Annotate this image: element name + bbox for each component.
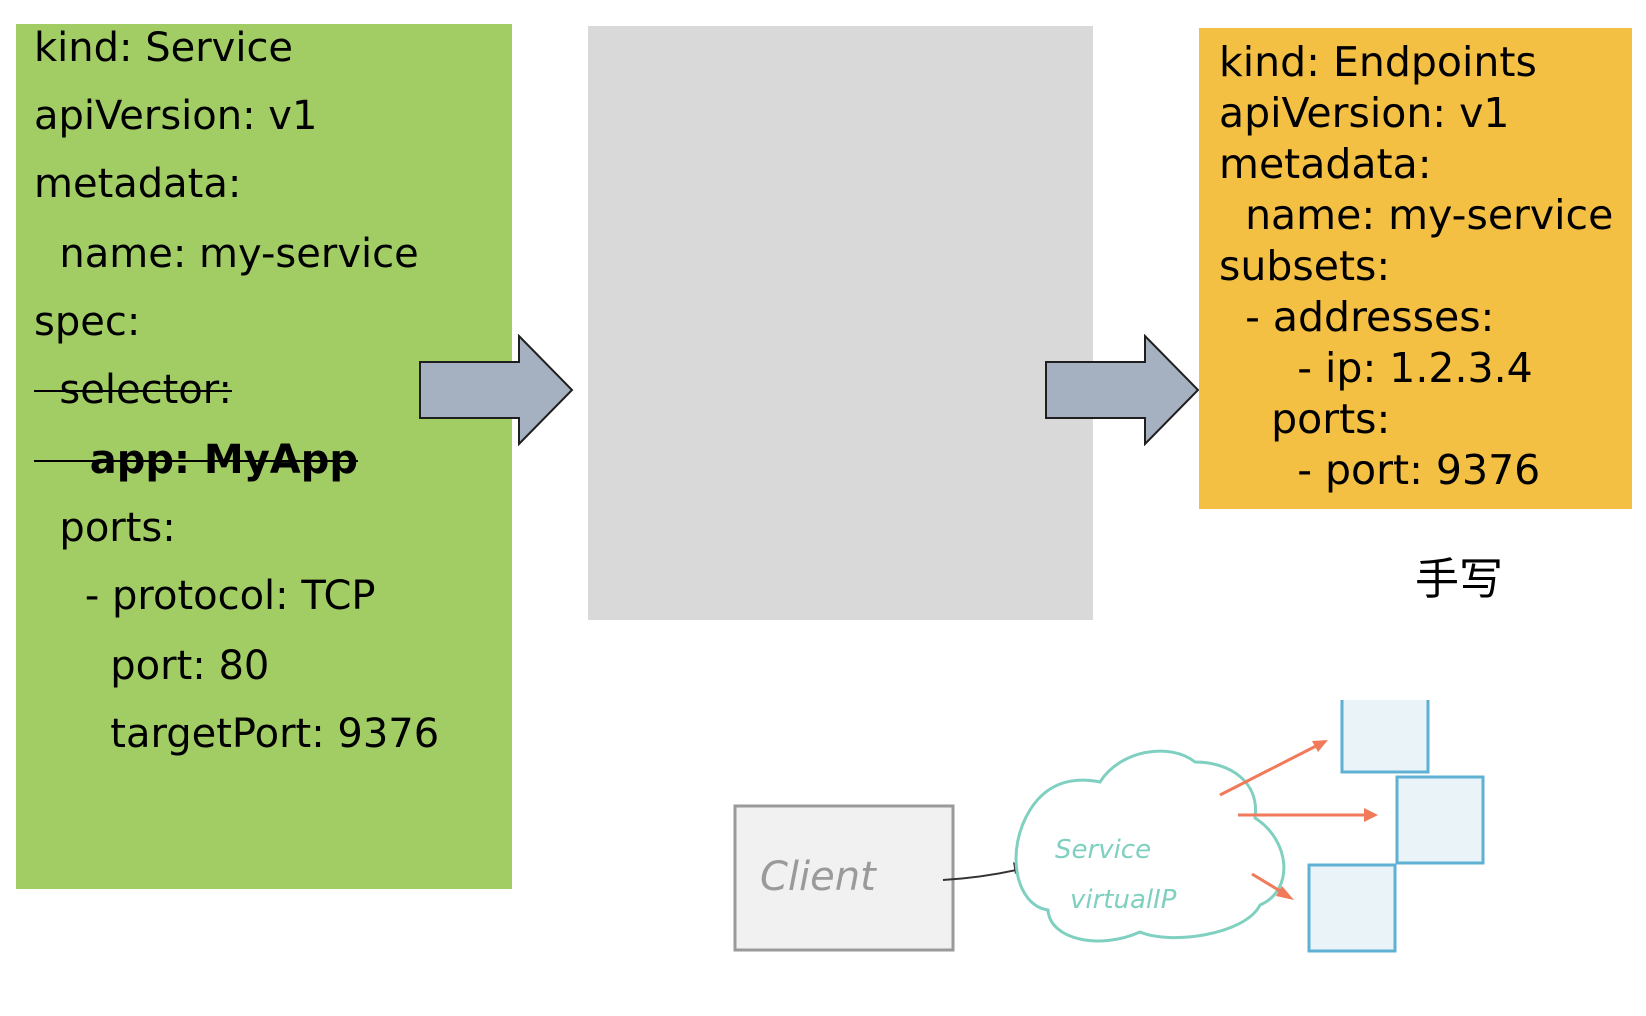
yaml-line-ports: ports: [1219,395,1391,443]
yaml-line-app-struck: app: MyApp [34,437,358,483]
yaml-line-port: - port: 9376 [1219,446,1541,494]
yaml-line-spec: spec: [34,299,141,345]
right-arrow-icon [1045,334,1200,446]
yaml-line-kind: kind: Endpoints [1219,38,1537,86]
pod-arrow-top [1219,742,1321,797]
client-label: Client [760,854,877,900]
pod-box-top [1340,700,1430,774]
yaml-line-port: port: 80 [34,643,270,689]
arrow-head-icon [1276,886,1294,900]
client-box [733,804,955,952]
placeholder-panel [588,26,1093,620]
pod-box-middle [1395,775,1485,865]
yaml-line-kind: kind: Service [34,25,294,71]
service-yaml-panel: kind: Service apiVersion: v1 metadata: n… [16,24,512,889]
service-label: Service [1055,835,1151,865]
yaml-line-targetport: targetPort: 9376 [34,711,440,757]
client-to-service-arrow [942,867,1026,881]
yaml-line-name: name: my-service [34,231,419,277]
service-sketch: Client Service virtualIP [733,700,1485,953]
yaml-line-name: name: my-service [1219,191,1614,239]
yaml-line-subsets: subsets: [1219,242,1391,290]
virtual-ip-label: virtualIP [1070,885,1177,915]
yaml-line-ports: ports: [34,505,176,551]
arrow-head-icon [1312,740,1328,752]
handwritten-note: 手写 [1415,554,1503,605]
yaml-line-apiversion: apiVersion: v1 [34,93,318,139]
arrow-head-icon [1364,808,1378,822]
yaml-line-apiversion: apiVersion: v1 [1219,89,1510,137]
pod-box-bottom [1307,863,1397,953]
endpoints-yaml-panel: kind: Endpoints apiVersion: v1 metadata:… [1199,28,1632,509]
service-cloud-icon [1014,749,1286,943]
yaml-line-protocol: - protocol: TCP [34,573,376,619]
yaml-line-addresses: - addresses: [1219,293,1495,341]
yaml-line-ip: - ip: 1.2.3.4 [1219,344,1533,392]
yaml-line-metadata: metadata: [34,161,242,207]
yaml-line-metadata: metadata: [1219,140,1432,188]
yaml-line-selector-struck: selector: [34,367,232,413]
right-arrow-icon [419,334,574,446]
